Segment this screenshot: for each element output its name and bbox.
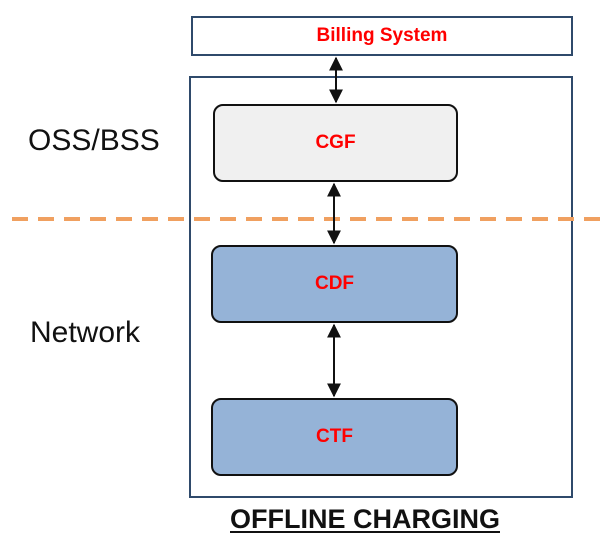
offline-charging-container [189,76,573,498]
offline-charging-title-text: OFFLINE CHARGING [230,504,500,534]
billing-system-box: Billing System [191,16,573,56]
cdf-label: CDF [314,273,355,294]
cgf-label: CGF [315,132,356,153]
network-region-label: Network [30,316,141,349]
ctf-label: CTF [316,426,353,447]
cgf-node: CGF [213,104,458,182]
billing-system-label: Billing System [316,25,448,46]
offline-charging-title: OFFLINE CHARGING [0,504,602,535]
oss-bss-region-label: OSS/BSS [28,124,160,157]
ctf-node: CTF [211,398,458,476]
cdf-node: CDF [211,245,458,323]
